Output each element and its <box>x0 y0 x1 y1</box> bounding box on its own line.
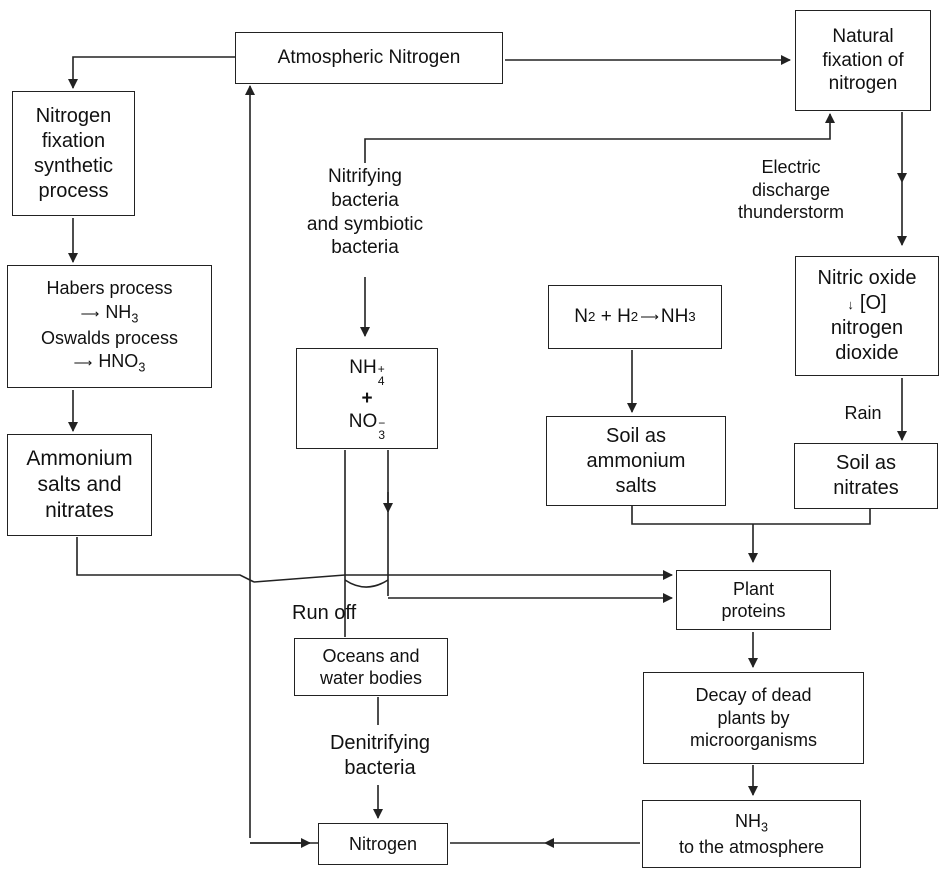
decay-box: Decay of dead plants by microorganisms <box>643 672 864 764</box>
oceans-box: Oceans and water bodies <box>294 638 448 696</box>
ammonium-line1: Ammonium <box>26 446 133 470</box>
right-arrow-icon: ⟶ <box>80 305 100 321</box>
run-off-label: Run off <box>292 602 357 624</box>
natural-fixation-line2: fixation of <box>822 49 904 71</box>
nitric-oxide-line1: Nitric oxide <box>817 267 917 289</box>
soil-ammonium-box: Soil as ammonium salts <box>546 416 726 506</box>
soil-nitrates-box: Soil as nitrates <box>794 443 938 509</box>
oxidation-step: ↓[O] <box>847 292 887 314</box>
ammonium-ion: NH+4 <box>349 356 385 388</box>
down-arrow-icon: ↓ <box>847 297 854 312</box>
plant-proteins-box: Plant proteins <box>676 570 831 630</box>
denitrifying-bacteria-label: Denitrifying bacteria <box>329 732 431 779</box>
atmospheric-nitrogen-box: Atmospheric Nitrogen <box>235 32 503 84</box>
line-tube-curve <box>344 579 389 588</box>
nh3-label: NH3 <box>734 810 768 835</box>
oswalds-product: ⟶HNO3 <box>73 350 146 375</box>
arrow-nitrifying-loop <box>364 113 835 163</box>
oswalds-process-label: Oswalds process <box>40 327 179 348</box>
synthetic-fixation-line2: fixation <box>41 129 106 152</box>
nitrifying-bacteria-label: Nitrifying bacteria and symbiotic bacter… <box>306 166 424 259</box>
nitric-oxide-line3: nitrogen <box>830 317 904 339</box>
line-soils-join <box>631 506 871 525</box>
line-ammonium-run <box>76 537 255 583</box>
nitrate-ion: NO−3 <box>348 411 386 443</box>
synthetic-fixation-line1: Nitrogen <box>35 104 112 127</box>
atmospheric-nitrogen-label: Atmospheric Nitrogen <box>277 47 461 69</box>
ammonium-line2: salts and <box>37 472 122 496</box>
electric-discharge-label: Electric discharge thunderstorm <box>737 157 845 222</box>
right-arrow-icon: ⟶ <box>640 308 659 324</box>
rain-label: Rain <box>844 403 882 423</box>
natural-fixation-line3: nitrogen <box>828 73 898 95</box>
natural-fixation-line1: Natural <box>832 25 894 47</box>
ammonium-salts-nitrates-box: Ammonium salts and nitrates <box>7 434 152 536</box>
synthetic-fixation-box: Nitrogen fixation synthetic process <box>12 91 135 216</box>
nitrogen-end-box: Nitrogen <box>318 823 448 865</box>
nh3-atmosphere-box: NH3 to the atmosphere <box>642 800 861 868</box>
right-arrow-icon: ⟶ <box>73 354 93 370</box>
arrow-atm-to-synthetic <box>68 56 235 89</box>
nitric-oxide-line4: dioxide <box>835 342 899 364</box>
arrow-ammonium-to-plant <box>253 570 673 583</box>
synthetic-fixation-line4: process <box>38 179 109 202</box>
habers-process-label: Habers process <box>46 278 173 299</box>
ions-box: NH+4 + NO−3 <box>296 348 438 449</box>
ions-plus: + <box>361 387 373 409</box>
synthetic-fixation-line3: synthetic <box>34 154 113 177</box>
natural-fixation-box: Natural fixation of nitrogen <box>795 10 931 111</box>
habers-product: ⟶NH3 <box>80 301 139 326</box>
habers-oswalds-box: Habers process ⟶NH3 Oswalds process ⟶HNO… <box>7 265 212 388</box>
nitric-oxide-box: Nitric oxide ↓[O] nitrogen dioxide <box>795 256 939 376</box>
ammonium-line3: nitrates <box>45 499 114 523</box>
